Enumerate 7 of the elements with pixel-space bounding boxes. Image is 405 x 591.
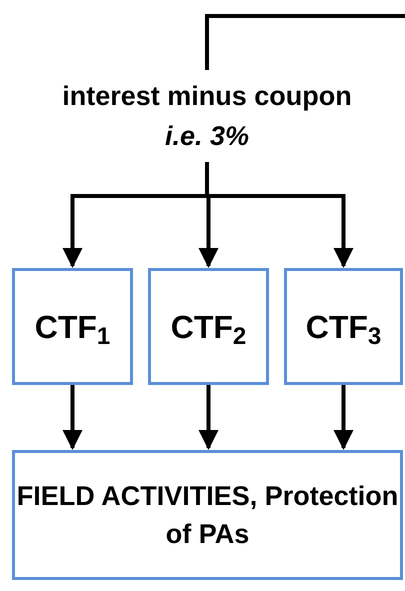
process-box: CTF$_{3}$ bbox=[284, 268, 403, 385]
arrow bbox=[198, 385, 218, 450]
process-box: CTF$_{2}$ bbox=[148, 268, 269, 385]
arrow bbox=[62, 385, 82, 450]
arrow bbox=[334, 385, 354, 450]
process-box: FIELD ACTIVITIES, Protection of PAs bbox=[12, 450, 403, 580]
process-box: CTF$_{1}$ bbox=[12, 268, 133, 385]
